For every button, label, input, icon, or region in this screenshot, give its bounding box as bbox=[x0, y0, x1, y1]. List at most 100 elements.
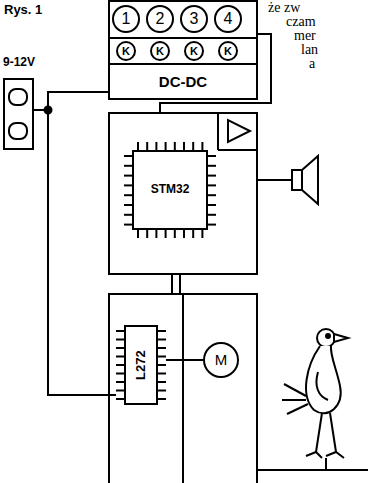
chip-pin bbox=[146, 230, 148, 238]
chip-pin bbox=[124, 184, 132, 186]
chip-pin bbox=[208, 214, 216, 216]
chip-pin bbox=[165, 230, 167, 238]
mcu-board: STM32 bbox=[108, 112, 258, 275]
chip-pin bbox=[183, 230, 185, 238]
chip-pin bbox=[165, 142, 167, 150]
chip-pin bbox=[201, 142, 203, 150]
chip-pin bbox=[158, 390, 166, 392]
chip-pin bbox=[192, 230, 194, 238]
button-letter: K bbox=[122, 45, 130, 57]
article-text: a bbox=[309, 56, 315, 71]
chip-pin bbox=[158, 398, 166, 400]
button-symbol bbox=[117, 42, 135, 60]
chip-pin bbox=[124, 194, 132, 196]
chip-pin bbox=[146, 142, 148, 150]
chip-pin bbox=[137, 142, 139, 150]
button-letter: K bbox=[156, 45, 164, 57]
chip-pin bbox=[116, 398, 124, 400]
chip-pin bbox=[124, 165, 132, 167]
node-label: STM32 bbox=[151, 183, 190, 196]
chip-pin bbox=[158, 381, 166, 383]
bird-stand bbox=[325, 458, 327, 470]
chip-pin bbox=[116, 381, 124, 383]
chip-pin bbox=[158, 356, 166, 358]
chip-pin bbox=[124, 224, 132, 226]
terminal bbox=[9, 123, 27, 139]
chip-pin bbox=[208, 184, 216, 186]
figure-label: Rys. 1 bbox=[4, 3, 42, 17]
button-letter: K bbox=[224, 45, 232, 57]
driver-chip: L272 bbox=[124, 325, 158, 405]
chip-pin bbox=[201, 230, 203, 238]
bird-feet bbox=[306, 452, 344, 458]
chip-pin bbox=[155, 142, 157, 150]
perch-line bbox=[258, 469, 368, 471]
button-symbol bbox=[219, 42, 237, 60]
article-text: mer bbox=[294, 28, 316, 43]
channel-circle: 4 bbox=[214, 5, 242, 33]
bird-tail bbox=[287, 404, 308, 414]
bird-beak bbox=[334, 334, 348, 342]
button-letter: K bbox=[190, 45, 198, 57]
chip-pin bbox=[137, 230, 139, 238]
chip-pin bbox=[124, 175, 132, 177]
chip-pin bbox=[124, 155, 132, 157]
chip-pin bbox=[174, 142, 176, 150]
mcu-chip: STM32 bbox=[132, 150, 208, 230]
speaker-cone bbox=[302, 156, 318, 204]
drawing bbox=[9, 38, 368, 483]
channel-circle: 3 bbox=[180, 5, 208, 33]
chip-pin bbox=[208, 204, 216, 206]
amplifier-symbol bbox=[228, 120, 250, 142]
bird-head bbox=[317, 329, 335, 347]
wire bbox=[171, 275, 173, 293]
wire bbox=[34, 92, 108, 110]
amp-box-line bbox=[217, 112, 219, 150]
chip-pin bbox=[158, 373, 166, 375]
node-number: 2 bbox=[156, 10, 165, 28]
chip-pin bbox=[208, 155, 216, 157]
button-symbol bbox=[185, 42, 203, 60]
chip-pin bbox=[155, 230, 157, 238]
chip-pin bbox=[208, 224, 216, 226]
bird-leg bbox=[330, 413, 336, 452]
chip-pin bbox=[124, 204, 132, 206]
bird-tail bbox=[282, 399, 306, 401]
article-text: że zw bbox=[268, 0, 300, 15]
chip-pin bbox=[116, 330, 124, 332]
node-number: 3 bbox=[190, 10, 199, 28]
node-label: DC-DC bbox=[159, 74, 207, 91]
chip-pin bbox=[208, 175, 216, 177]
bird-leg bbox=[316, 413, 322, 452]
chip-pin bbox=[192, 142, 194, 150]
terminal bbox=[9, 89, 27, 105]
bird-tail bbox=[284, 384, 306, 396]
speaker-wire bbox=[258, 179, 292, 181]
node-number: 4 bbox=[224, 10, 233, 28]
button-symbol bbox=[151, 42, 169, 60]
chip-pin bbox=[174, 230, 176, 238]
article-text: lan bbox=[301, 42, 318, 57]
node-label: L272 bbox=[134, 350, 148, 380]
chip-pin bbox=[208, 165, 216, 167]
amp-box-line bbox=[218, 149, 258, 151]
divider-line bbox=[108, 37, 258, 39]
node-label: 9-12V bbox=[3, 56, 35, 69]
chip-pin bbox=[116, 373, 124, 375]
wire bbox=[34, 110, 108, 395]
bird-wing bbox=[316, 372, 328, 400]
motor-board: L272 M bbox=[108, 293, 258, 483]
node-number: M bbox=[215, 352, 228, 369]
motor-symbol: M bbox=[203, 342, 239, 378]
wire bbox=[166, 359, 203, 361]
bird-eye bbox=[326, 334, 330, 338]
chip-pin bbox=[158, 339, 166, 341]
channel-circle: 2 bbox=[146, 5, 174, 33]
chip-pin bbox=[116, 390, 124, 392]
chip-pin bbox=[116, 364, 124, 366]
article-text: czam bbox=[286, 14, 316, 29]
chip-pin bbox=[208, 194, 216, 196]
